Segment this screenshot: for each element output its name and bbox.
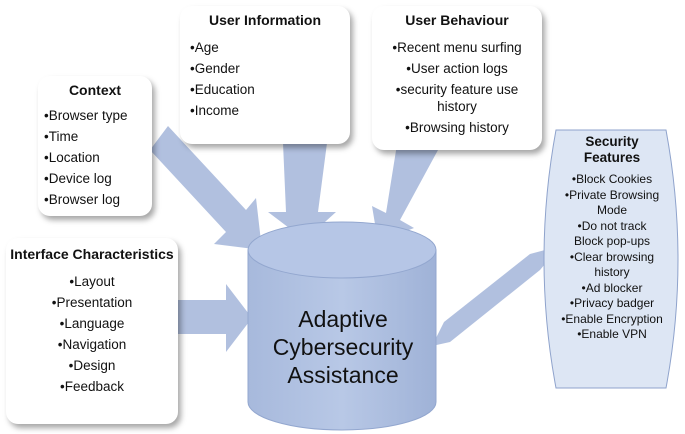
list-item: Block pop-ups — [573, 234, 651, 248]
user-information-list: •Age •Gender •Education •Income — [190, 37, 340, 121]
list-item: •Ad blocker — [581, 280, 643, 295]
list-item: •Time — [44, 129, 79, 144]
arrow-context — [150, 126, 262, 250]
list-item: •User action logs — [406, 61, 508, 76]
user-information-title: User Information — [208, 12, 321, 28]
list-item: •Navigation — [57, 337, 127, 352]
context-box: Context •Browser type •Time •Location •D… — [38, 76, 152, 216]
central-label-line: Cybersecurity — [272, 334, 414, 360]
context-list: •Browser type •Time •Location •Device lo… — [44, 105, 146, 210]
list-item: •Do not track — [577, 218, 647, 233]
list-item: •Feedback — [59, 379, 124, 394]
list-item: •Enable Encryption — [561, 311, 663, 326]
central-label-line: Assistance — [287, 362, 399, 388]
arrow-interface-characteristics — [178, 284, 252, 352]
user-behaviour-title: User Behaviour — [405, 12, 509, 28]
arrow-user-information — [268, 120, 336, 240]
arrow-user-behaviour — [372, 138, 438, 242]
context-title: Context — [68, 82, 122, 98]
central-label: Adaptive Cybersecurity Assistance — [250, 305, 436, 389]
list-item: •Clear browsing history — [569, 249, 655, 280]
security-features-title: Security Features — [548, 134, 676, 166]
list-item: •Age — [190, 40, 219, 55]
user-behaviour-list: •Recent menu surfing •User action logs •… — [378, 37, 536, 138]
security-features-title-line: Features — [583, 150, 641, 165]
list-item: •security feature use history — [395, 82, 519, 114]
central-label-line: Adaptive — [298, 306, 388, 332]
interface-characteristics-title: Interface Characteristics — [10, 246, 174, 262]
list-item: •Location — [44, 150, 100, 165]
user-behaviour-box: User Behaviour •Recent menu surfing •Use… — [372, 6, 542, 150]
list-item: •Income — [190, 103, 239, 118]
security-features-title-line: Security — [585, 134, 639, 149]
security-features-box: Security Features •Block Cookies •Privat… — [548, 128, 676, 388]
list-item: •Gender — [190, 61, 240, 76]
list-item: •Recent menu surfing — [392, 40, 522, 55]
list-item: •Layout — [69, 274, 115, 289]
list-item: •Presentation — [51, 295, 133, 310]
list-item: •Browser log — [44, 192, 121, 207]
list-item: •Privacy badger — [569, 296, 655, 310]
list-item: •Browsing history — [405, 120, 509, 135]
list-item: •Block Cookies — [571, 172, 653, 186]
list-item: •Private Browsing Mode — [564, 187, 660, 218]
user-information-box: User Information •Age •Gender •Education… — [180, 6, 350, 144]
cylinder — [247, 221, 437, 431]
list-item: •Language — [59, 316, 125, 331]
list-item: •Design — [68, 358, 116, 373]
connector-security-features — [432, 246, 560, 346]
list-item: •Enable VPN — [577, 327, 647, 341]
interface-characteristics-list: •Layout •Presentation •Language •Navigat… — [10, 271, 174, 397]
list-item: •Device log — [44, 171, 112, 186]
security-features-shape — [543, 129, 679, 389]
list-item: •Education — [190, 82, 255, 97]
list-item: •Browser type — [44, 108, 128, 123]
interface-characteristics-box: Interface Characteristics •Layout •Prese… — [6, 238, 178, 424]
security-features-list: •Block Cookies •Private Browsing Mode •D… — [548, 172, 676, 343]
